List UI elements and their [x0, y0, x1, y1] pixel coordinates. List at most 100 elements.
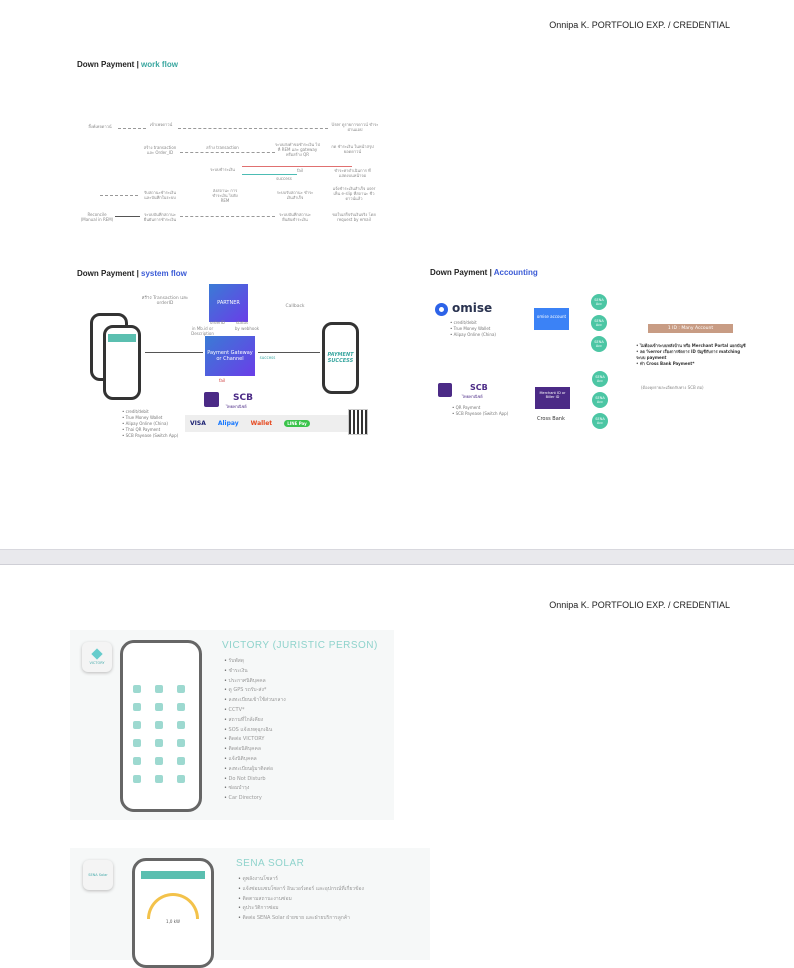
cross-bank-label: Cross Bank [537, 416, 565, 422]
app-phone-front [103, 325, 141, 400]
order-id-label: orderID [210, 320, 225, 325]
flow-node: กด ชำระเงิน ในหน้าสรุปยอดดาวน์ [331, 144, 374, 154]
title-sub: work flow [141, 60, 178, 69]
list-item: SCB Payease (Switch App) [452, 411, 509, 417]
victory-logo: VICTORY [82, 642, 112, 672]
list-item: credit/debit [122, 409, 178, 415]
sena-phone: 1,0 kW [132, 858, 214, 968]
flow-node: ระบบบันทึกสถานะ ยืนยันการชำระเงิน [143, 212, 177, 222]
workflow-title: Down Payment | work flow [77, 60, 178, 69]
flow-node: รับสถานะชำระเงิน และบันทึกในระบบ [144, 190, 176, 200]
page-header: Onnipa K. PORTFOLIO EXP. / CREDENTIAL [549, 20, 730, 30]
list-item: แจ้งนิติบุคคล [224, 755, 286, 765]
flow-node: User ดูรายการดาวน์ ชำระผ่านแอป [331, 122, 379, 132]
list-item: CCTV* [224, 706, 286, 716]
list-item: True Money Wallet [122, 415, 178, 421]
visa-logo: VISA [190, 420, 206, 427]
sena-acc-node: SENA Acc [591, 294, 607, 310]
flow-node: ลิ้งค์เพจดาวน์ [88, 124, 112, 129]
sena-acc-node: SENA Acc [592, 371, 608, 387]
page-separator [0, 549, 794, 565]
desc-label: in Mb.id or Description [191, 326, 214, 336]
flow-label: success [276, 176, 292, 181]
list-item: SOS แจ้งเหตุฉุกเฉิน [224, 726, 286, 736]
sena-acc-node: SENA Acc [592, 392, 608, 408]
success-line [242, 174, 297, 175]
list-item: ชำระเงิน [224, 667, 286, 677]
list-item: สถานที่ใกล้เคียง [224, 716, 286, 726]
sena-card: SENA Solar 1,0 kW SENA SOLAR ดูพลังงานโซ… [70, 848, 430, 968]
sena-features: ดูพลังงานโซลาร์ แจ้งซ่อมแซมโซลาร์ อินเวอ… [238, 875, 364, 924]
flow-node: แจ้งชำระเงินสำเร็จ user เห็น e-slip ที่ส… [332, 186, 376, 201]
flow-node: ส่งสถานะ การชำระเงิน ไปยัง REM [212, 188, 238, 203]
list-item: True Money Wallet [450, 326, 496, 332]
list-item: QR Payment [452, 405, 508, 411]
flow-node: ระบบส่งคำขอชำระเงิน ไปที่ REM และ gatewa… [275, 142, 320, 157]
document-page-2: Onnipa K. PORTFOLIO EXP. / CREDENTIAL VI… [0, 566, 794, 968]
page-header: Onnipa K. PORTFOLIO EXP. / CREDENTIAL [549, 600, 730, 610]
scb-sub: ไทยพาณิชย์ [226, 404, 247, 409]
victory-card: VICTORY VICTORY (JURISTIC PERSON) รับพัส… [70, 630, 394, 820]
title-sub: system flow [141, 269, 187, 278]
list-item: ลด %error เรื่องการจัดการ ID บัญชีกับการ… [636, 349, 746, 361]
solar-power-value: 1,0 kW [166, 919, 180, 924]
scb-logo-icon [204, 392, 219, 407]
list-item: ไม่ต้องเข้าระบบหลังบ้าน หรือ Merchant Po… [636, 343, 746, 349]
title-main: Down Payment [430, 268, 488, 277]
sena-acc-node: SENA Acc [591, 336, 607, 352]
one-id-badge: 1 ID : Many Account [648, 324, 733, 333]
webhook-label: by webhook [234, 326, 260, 331]
list-item: แจ้งซ่อมแซมโซลาร์ อินเวอร์เตอร์ และอุปกร… [238, 885, 364, 895]
sena-title: SENA SOLAR [236, 858, 305, 869]
victory-phone [120, 640, 202, 812]
partner-box: PARTNER [209, 284, 248, 322]
list-item: SCB Payease (Switch App) [122, 433, 179, 439]
merchant-box: Merchant ID or Biller ID [535, 387, 570, 409]
flow-node: เข้าเพจดาวน์ [149, 122, 173, 127]
omise-logo-icon [435, 303, 448, 316]
accounting-notes: ไม่ต้องเข้าระบบหลังบ้าน หรือ Merchant Po… [636, 343, 746, 367]
flow-node: ระบบชำระเงิน [210, 167, 235, 172]
list-item: ลงทะเบียนเข้าใช้ส่วนกลาง [224, 696, 286, 706]
list-item: ติดต่อ SENA Solar ฝ่ายขาย และฝ่ายบริการล… [238, 914, 364, 924]
title-main: Down Payment [77, 269, 135, 278]
flow-label: fail [296, 168, 304, 173]
victory-logo-text: VICTORY [89, 660, 105, 665]
victory-features: รับพัสดุ ชำระเงิน ประกาศนิติบุคคล ดู GPS… [224, 657, 286, 804]
list-item: Thai QR Payment [122, 427, 178, 433]
flow-node: ชำระค่าดำเนินการ ที่แสดงบนหน้าจอ [334, 168, 371, 178]
payment-logos: VISA Alipay Wallet LINE Pay [185, 415, 348, 432]
flow-node: สร้าง transaction [206, 145, 239, 150]
callback-label: Callback [285, 304, 305, 309]
list-item: credit/debit [450, 320, 496, 326]
sena-logo-text: SENA Solar [88, 873, 108, 877]
scb-label: SCB [470, 383, 488, 392]
systemflow-methods: credit/debit True Money Wallet Alipay On… [122, 409, 179, 439]
title-main: Down Payment [77, 60, 135, 69]
list-item: Alipay Online (China) [450, 332, 496, 338]
success-label: success [259, 355, 276, 360]
systemflow-title: Down Payment | system flow [77, 269, 187, 278]
document-page-1: Onnipa K. PORTFOLIO EXP. / CREDENTIAL Do… [0, 0, 794, 549]
flow-node: ระบบรับสถานะ ชำระเงินสำเร็จ [276, 190, 314, 200]
flow-node: ระบบบันทึกสถานะ ยืนยันชำระเงิน [279, 212, 311, 222]
status-label: status [235, 320, 249, 325]
list-item: ติดต่อ VICTORY [224, 735, 286, 745]
title-sub: Accounting [493, 268, 538, 277]
sena-logo: SENA Solar [83, 860, 113, 890]
fail-line [242, 166, 352, 167]
qr-code-icon [348, 409, 368, 435]
sena-acc-node: SENA Acc [591, 315, 607, 331]
fail-label: fail [218, 378, 226, 383]
list-item: ทำ Cross Bank Payment* [636, 361, 746, 367]
payment-success-phone: PAYMENT SUCCESS [322, 322, 359, 394]
list-item: ดูพลังงานโซลาร์ [238, 875, 364, 885]
app-icon-grid [133, 685, 185, 783]
scb-label: SCB [233, 393, 253, 403]
flow-node: สร้าง transaction และ Order_ID [143, 145, 177, 155]
victory-title: VICTORY (JURISTIC PERSON) [222, 640, 378, 651]
list-item: ติดตามสถานะงานซ่อม [238, 895, 364, 905]
list-item: ประกาศนิติบุคคล [224, 677, 286, 687]
accounting-title: Down Payment | Accounting [430, 268, 538, 277]
scb-sub: ไทยพาณิชย์ [462, 394, 483, 399]
